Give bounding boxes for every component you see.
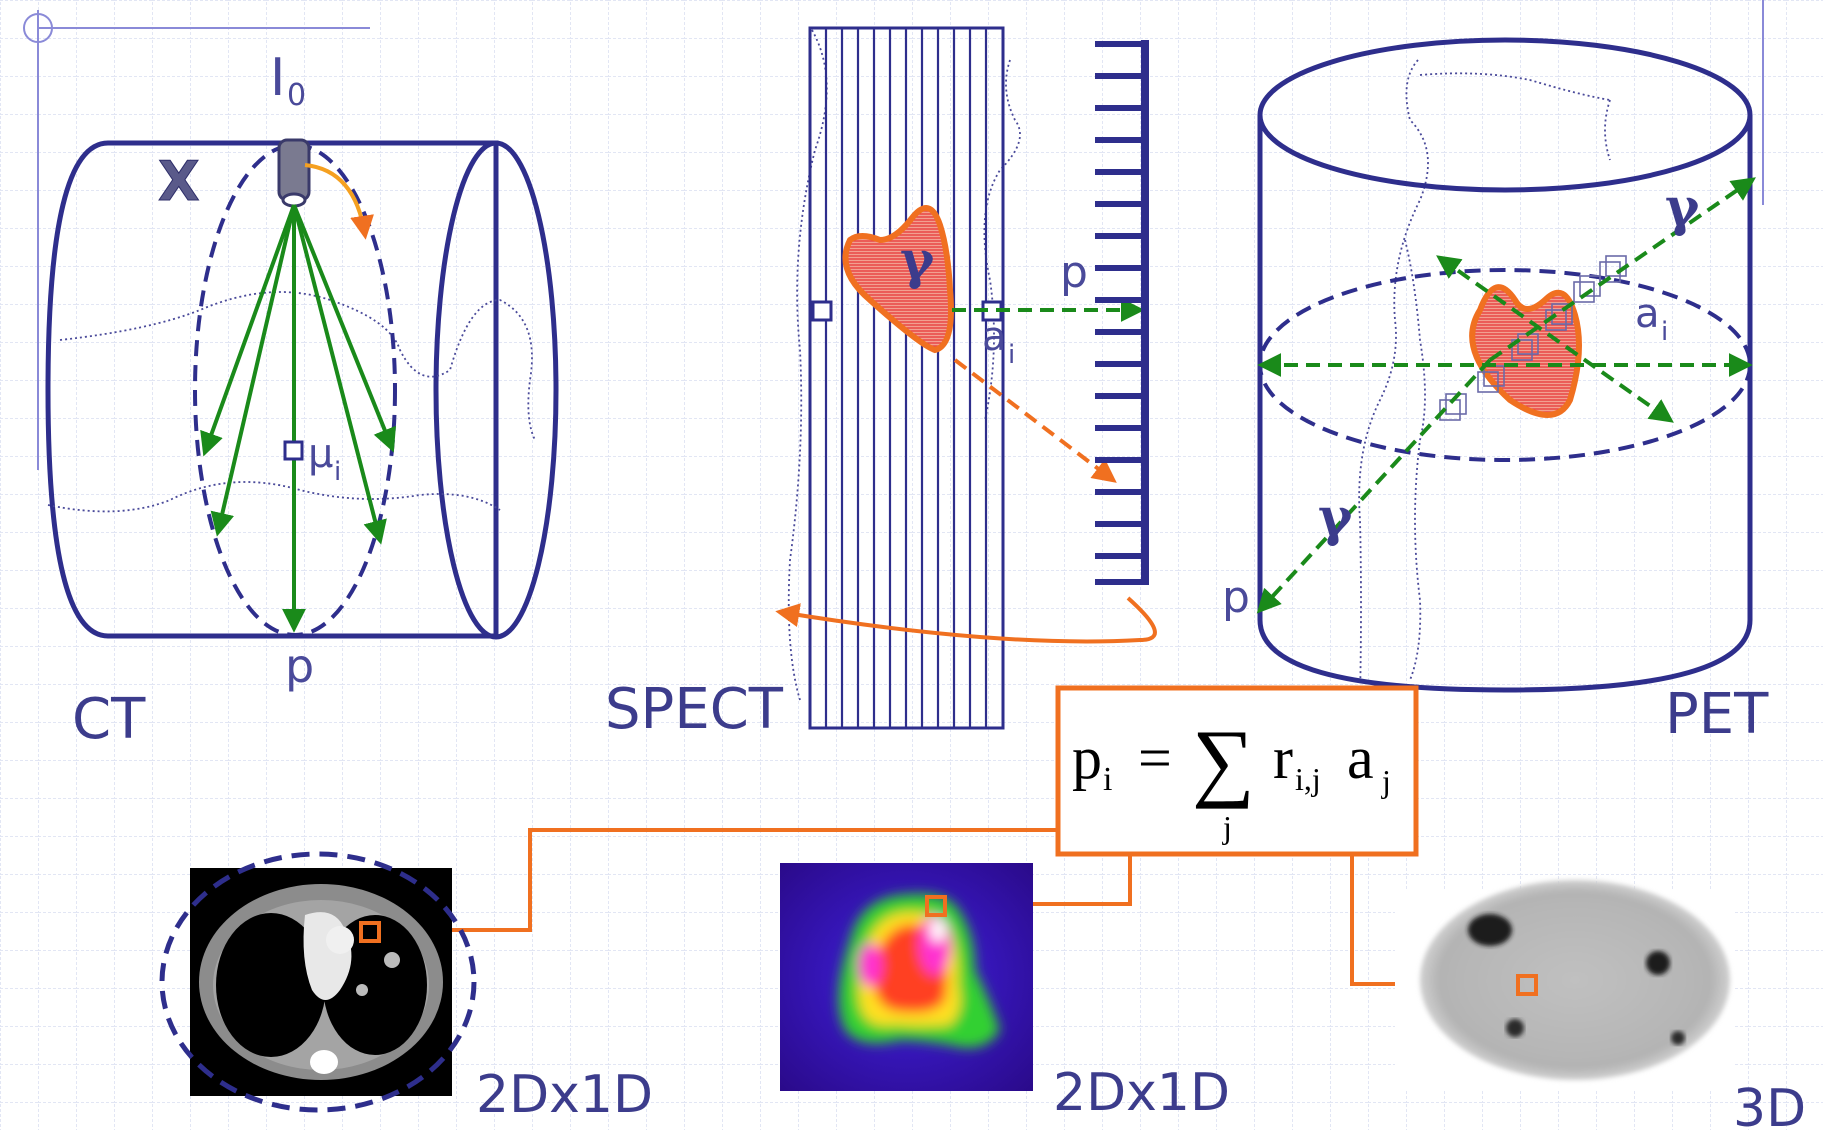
spect-activity <box>838 893 1000 1048</box>
ct-rotation-arrow <box>304 163 374 240</box>
equation-r: r <box>1273 725 1293 791</box>
equation-box <box>1055 685 1419 857</box>
spect-detector-teeth <box>1095 41 1145 585</box>
ct-gantry-ellipse <box>193 143 397 637</box>
ct-image-pixel-marker <box>359 921 381 943</box>
ct-body-outline-lower <box>47 481 501 513</box>
spect-dimension-label: 2Dx1D <box>1053 1063 1230 1123</box>
ct-p-label: p <box>285 639 314 693</box>
ct-diagram: I 0 X μ i p CT <box>45 48 559 752</box>
ct-cylinder-end <box>433 140 559 640</box>
pet-cylinder-body <box>1257 115 1753 693</box>
pet-image-pixel-marker <box>1516 974 1538 996</box>
spect-body-outline-left <box>787 29 828 701</box>
spect-detector <box>1095 40 1149 585</box>
ct-source-subscript: 0 <box>287 78 306 113</box>
spect-voxel-left <box>811 300 833 322</box>
ct-voxel-marker <box>283 440 304 461</box>
ct-x-label: X <box>158 150 200 213</box>
pet-dimension-label: 3D <box>1733 1079 1806 1130</box>
pet-gamma-bottom-label: γ <box>1318 487 1353 548</box>
spect-p-label: p <box>1060 247 1088 298</box>
ct-mu-subscript: i <box>334 457 341 487</box>
pet-a-subscript: i <box>1661 317 1668 347</box>
pet-hotspot <box>1468 914 1512 946</box>
ct-source-label: I <box>270 48 285 108</box>
spect-diagram: γ p a i SPECT <box>605 26 1157 742</box>
equation-sum-symbol: ∑ <box>1192 713 1255 810</box>
ct-ray-fan <box>200 204 396 633</box>
pet-body-outline-top <box>1419 72 1611 161</box>
equation-equals: = <box>1138 725 1172 791</box>
ct-image-highlight-ring <box>159 851 477 1113</box>
spect-scatter-ray <box>953 358 1117 483</box>
equation-a: a <box>1347 725 1374 791</box>
equation-lhs: p <box>1072 725 1102 791</box>
template-corner-icon <box>23 13 53 43</box>
spect-slice-image: 2Dx1D <box>780 863 1230 1123</box>
spect-gamma-label: γ <box>900 230 935 291</box>
pet-hotspot <box>1646 951 1670 975</box>
ct-ray <box>210 204 296 537</box>
pet-body-uptake <box>1420 880 1730 1080</box>
equation-r-subscript: i,j <box>1295 761 1321 797</box>
ct-nodule <box>384 952 400 968</box>
pet-p-label: p <box>1222 572 1250 623</box>
ct-ray <box>292 204 396 453</box>
ct-nodule <box>356 984 368 996</box>
pet-diagram: γ γ p a i PET <box>1222 37 1769 747</box>
pet-hotspot <box>1506 1019 1524 1037</box>
pet-title: PET <box>1665 682 1769 747</box>
pet-gamma-top-label: γ <box>1665 177 1700 238</box>
equation-a-subscript: j <box>1381 763 1391 799</box>
spect-rotation-arrow <box>775 596 1157 644</box>
spect-a-label: a <box>982 314 1007 360</box>
connector-to-ct-image <box>386 828 1058 938</box>
spect-image-pixel-marker <box>925 895 947 917</box>
spect-collimator <box>808 26 1005 730</box>
ct-ray <box>292 204 387 545</box>
ct-slice-image: 2Dx1D <box>159 851 653 1125</box>
ct-aorta <box>326 926 354 954</box>
system-matrix-equation: p i = ∑ j r i,j a j <box>1055 685 1419 857</box>
ct-cylinder-body <box>45 140 499 639</box>
ct-mu-label: μ <box>308 431 333 477</box>
spect-title: SPECT <box>605 677 784 742</box>
ct-dimension-label: 2Dx1D <box>476 1065 653 1125</box>
pet-cylinder-top <box>1257 37 1753 193</box>
pet-body-outline-right <box>1358 59 1429 701</box>
ct-right-lung <box>216 913 326 1057</box>
spect-a-subscript: i <box>1008 340 1015 370</box>
ct-title: CT <box>72 687 146 752</box>
ct-source-aperture <box>281 192 307 208</box>
pet-diagonal-lor <box>1436 255 1674 423</box>
pet-body-outline-left <box>1404 239 1426 681</box>
spect-source-organ <box>842 205 954 354</box>
ct-xray-source-icon <box>277 138 311 202</box>
pet-slice-image: 3D <box>1395 880 1806 1130</box>
equation-lhs-subscript: i <box>1103 761 1112 798</box>
pet-a-label: a <box>1635 291 1660 337</box>
pet-hotspot <box>1671 1031 1685 1045</box>
spect-body-outline-right <box>983 59 1021 421</box>
ct-ray <box>200 204 296 457</box>
equation-sum-index: j <box>1222 809 1232 845</box>
ct-spine <box>310 1050 338 1074</box>
